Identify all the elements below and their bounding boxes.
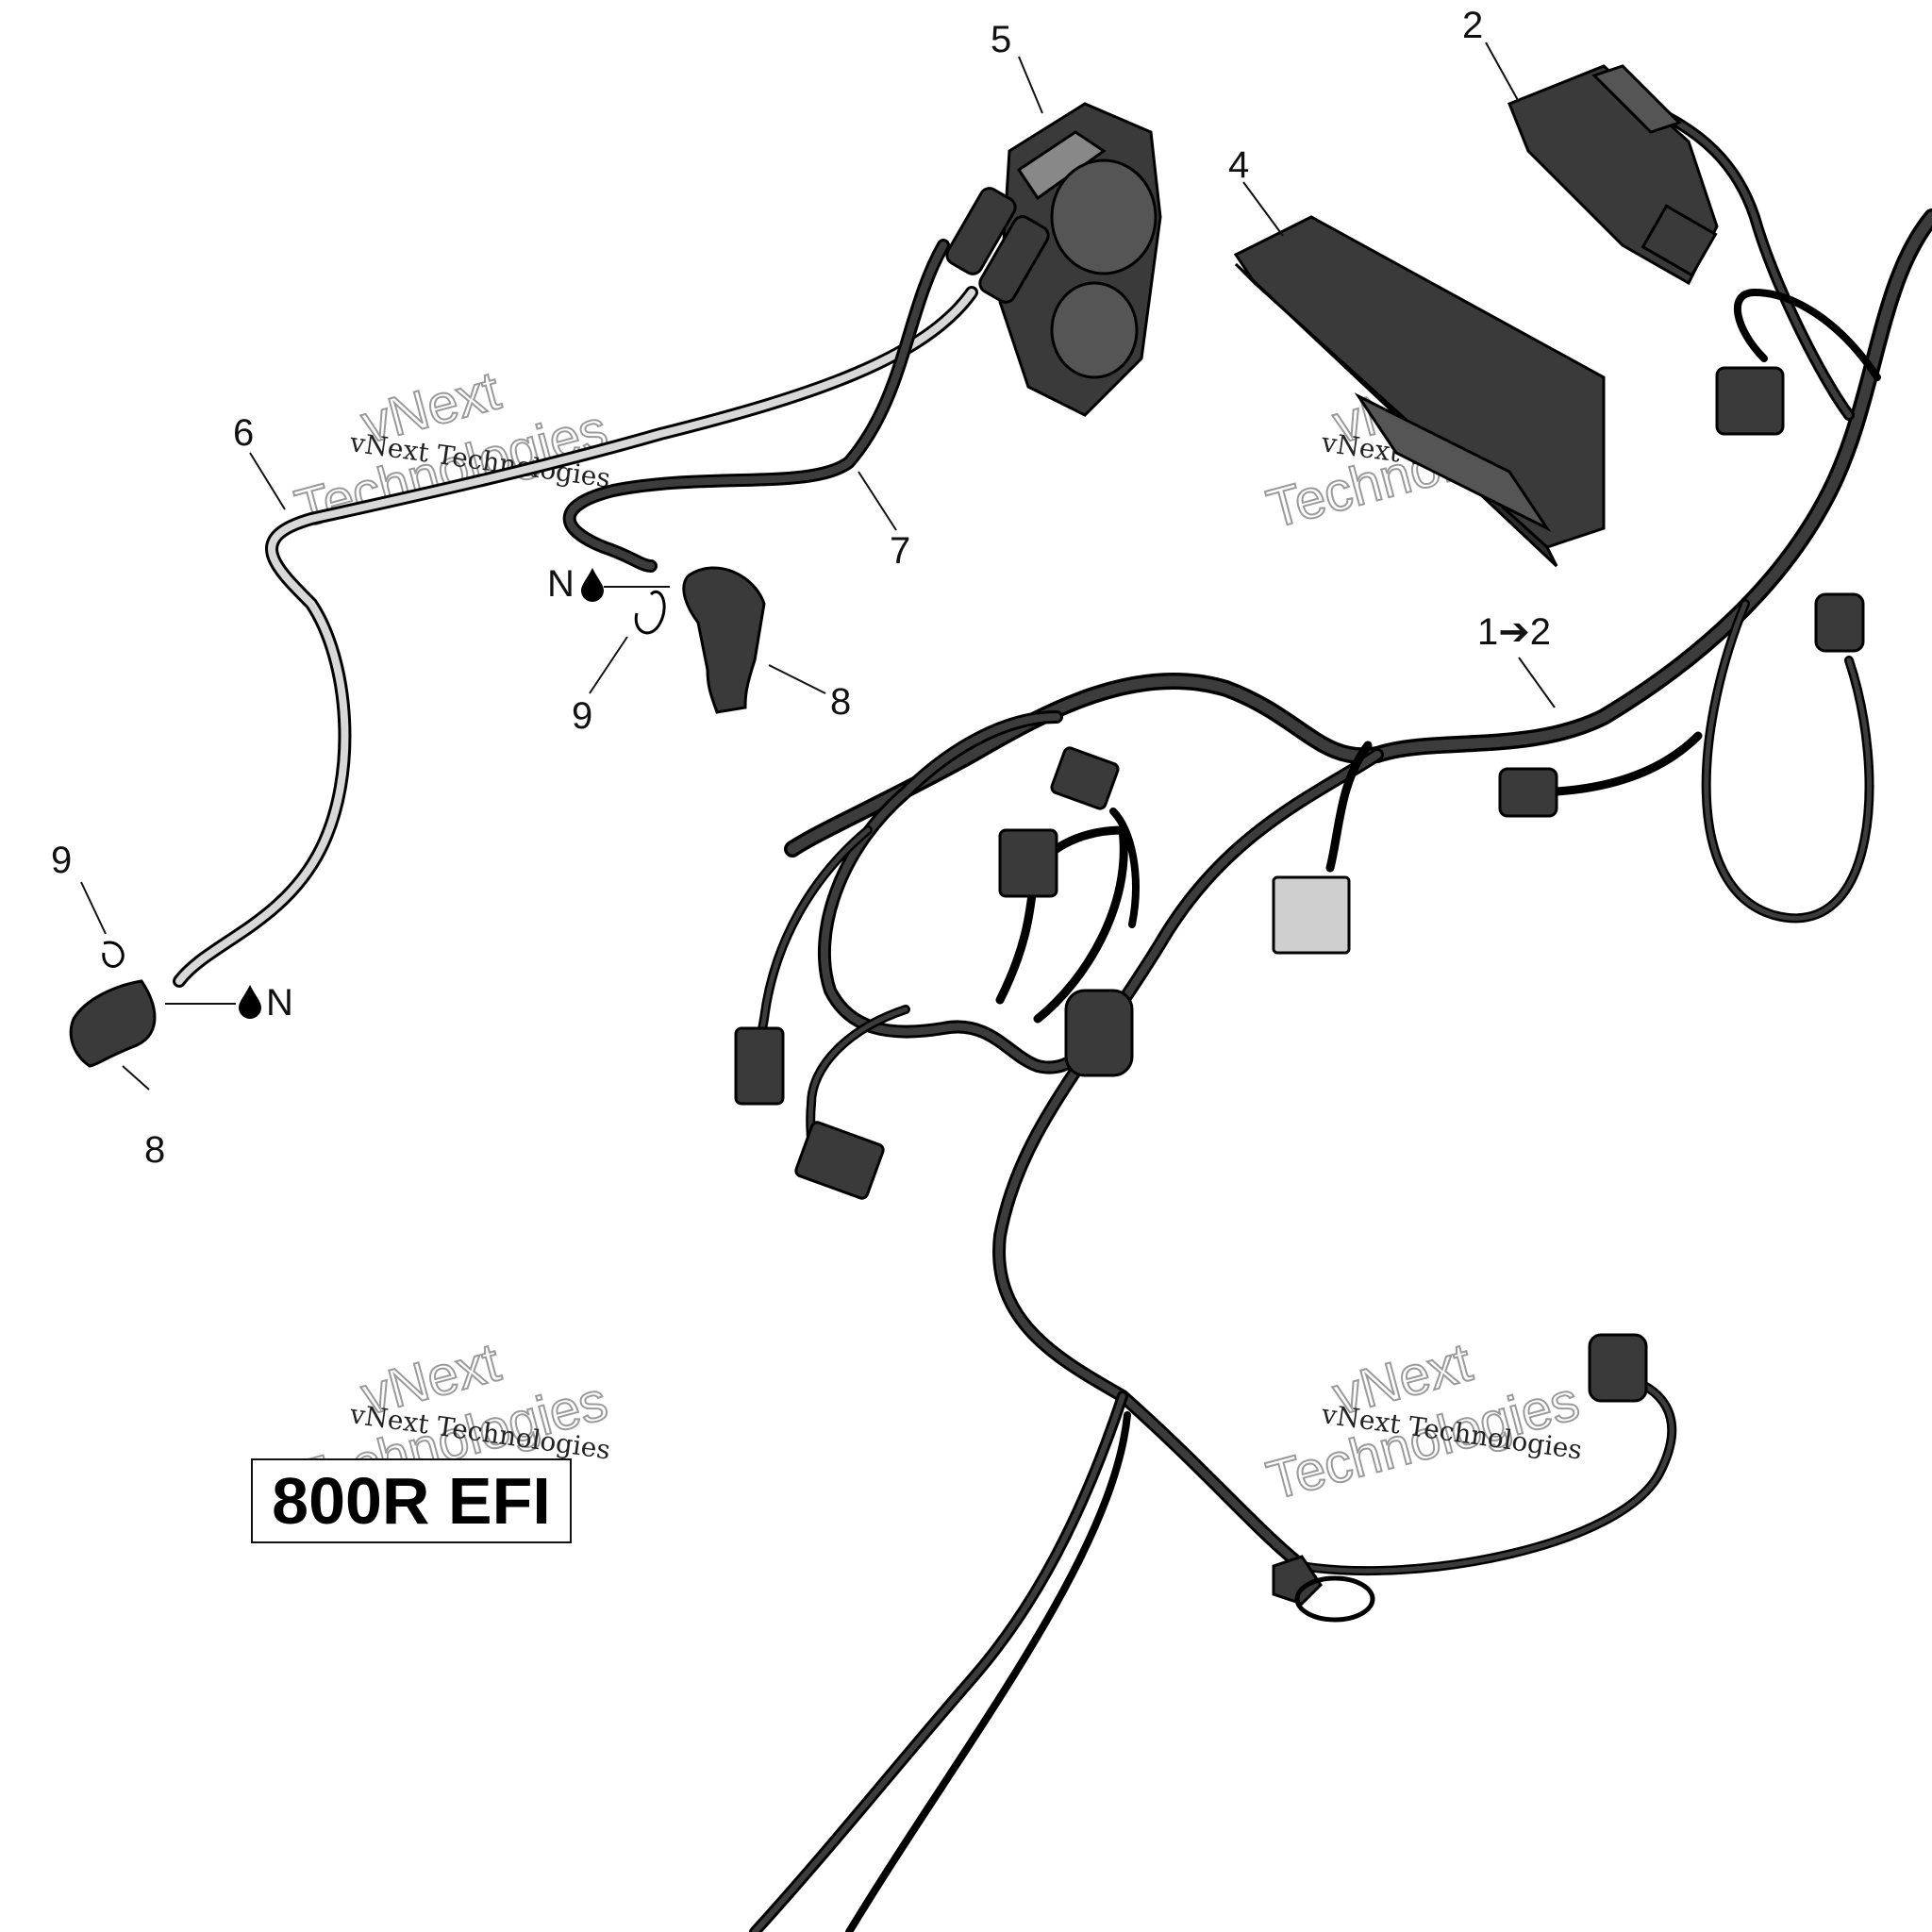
part-6-light-wire <box>173 286 978 988</box>
part-5-ignition-coil <box>945 102 1162 417</box>
watermark-bottom-right: vNext Technologies vNext Technologies <box>1260 1330 1587 1512</box>
part-2-module <box>1507 64 1719 286</box>
label-n-lower: N <box>266 982 293 1024</box>
callout-5: 5 <box>991 19 1011 60</box>
connector-center-top <box>998 828 1058 898</box>
oil-drop-icon <box>581 568 604 602</box>
connector-right <box>1814 592 1865 653</box>
callout-4: 4 <box>1228 144 1249 186</box>
part-8-spark-plug-cap-lower <box>69 979 157 1068</box>
callout-1-to-2: 1➔2 <box>1477 611 1551 653</box>
oil-drop-icon <box>239 985 261 1019</box>
part-4-ecm <box>1233 215 1606 568</box>
connector-left-lower <box>734 1026 785 1106</box>
connector-bottom-left <box>794 1121 885 1200</box>
ground-ring <box>1294 1575 1375 1623</box>
connector-round-center <box>1064 989 1134 1077</box>
harness-connectors <box>734 366 1865 1623</box>
part-7-dark-wire <box>562 239 950 573</box>
connector-top-right <box>1715 366 1785 436</box>
label-n-upper: N <box>547 563 575 605</box>
model-label: 800R EFI <box>251 1458 572 1543</box>
callout-8-upper: 8 <box>830 681 851 723</box>
connector-white <box>1272 875 1351 955</box>
connector-round-top <box>1050 746 1120 810</box>
callout-6: 6 <box>233 412 254 454</box>
ground-eyelet <box>1272 1555 1323 1606</box>
part-9-clip-upper <box>634 591 666 635</box>
callout-labels: 5 2 4 1➔2 6 7 8 9 N 9 N 8 <box>51 5 1551 1171</box>
main-wiring-harness <box>749 108 1932 1932</box>
part-9-clip-lower <box>102 941 125 968</box>
callout-9-lower: 9 <box>51 840 72 881</box>
callout-2: 2 <box>1462 5 1483 46</box>
leader-lines <box>80 42 1556 1091</box>
connector-bottom-right <box>1588 1333 1648 1403</box>
callout-8-lower: 8 <box>144 1129 165 1171</box>
connector-middle <box>1498 767 1558 818</box>
part-8-spark-plug-cap-upper <box>682 566 766 714</box>
callout-7: 7 <box>890 530 910 572</box>
callout-9-upper: 9 <box>572 695 592 737</box>
